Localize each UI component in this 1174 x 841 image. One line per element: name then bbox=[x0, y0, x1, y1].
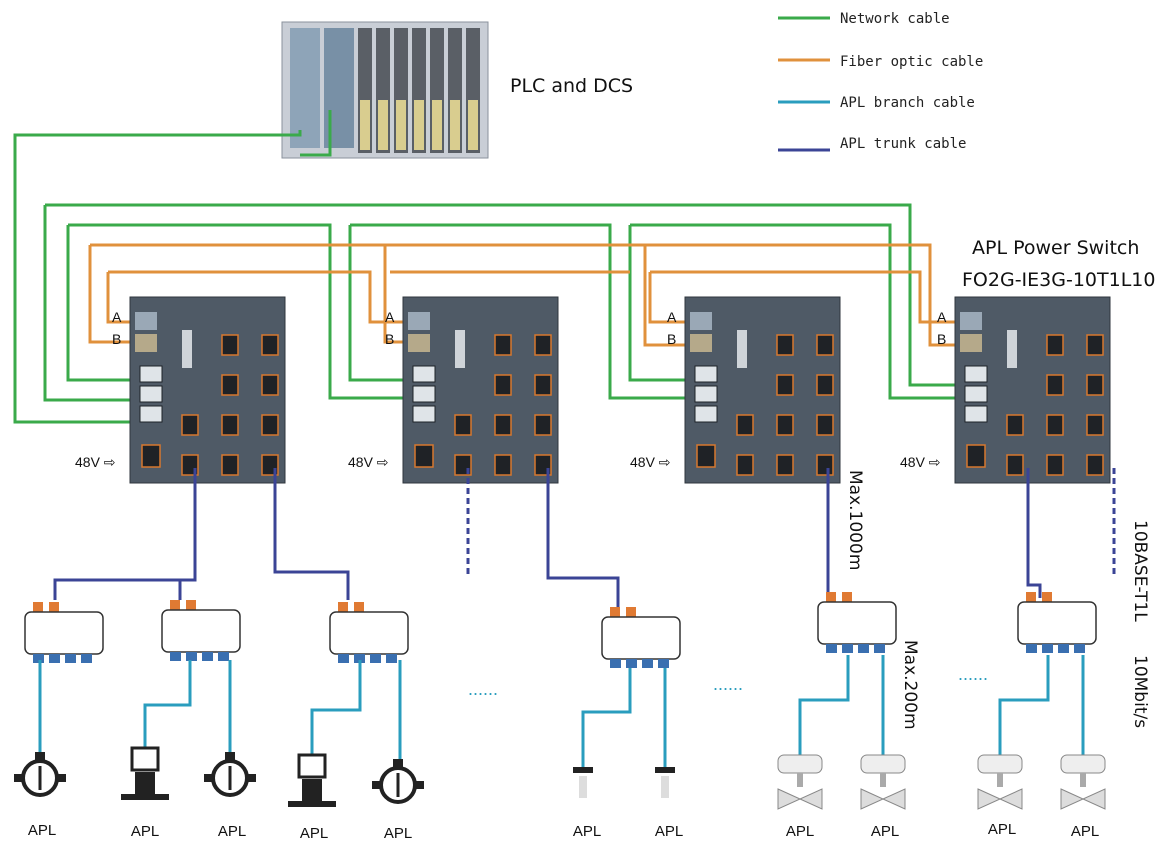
power-48v-label: 48V ⇨ bbox=[900, 454, 941, 470]
spec-line2: 10Mbit/s bbox=[1130, 655, 1150, 728]
legend-fiber-label: Fiber optic cable bbox=[840, 54, 983, 70]
power-48v-label: 48V ⇨ bbox=[75, 454, 116, 470]
apl-device-9-valve-icon: APL bbox=[860, 754, 906, 840]
plc-label: PLC and DCS bbox=[510, 75, 633, 97]
apl-device-7-probe-icon: APL bbox=[655, 767, 683, 840]
apl-power-switch-1: AB 48V ⇨ bbox=[75, 296, 286, 484]
port-b-label: B bbox=[385, 331, 394, 347]
legend-branch-label: APL branch cable bbox=[840, 95, 975, 111]
switch-model: FO2G-IE3G-10T1L10 bbox=[962, 269, 1155, 291]
apl-device-label: APL bbox=[384, 825, 412, 841]
field-coupler-2 bbox=[161, 600, 241, 661]
apl-device-label: APL bbox=[871, 823, 899, 840]
apl-device-1-flow-icon: APL bbox=[14, 752, 66, 839]
apl-device-6-probe-icon: APL bbox=[573, 767, 601, 840]
port-b-label: B bbox=[937, 331, 946, 347]
port-b-label: B bbox=[112, 331, 121, 347]
port-a-label: A bbox=[667, 309, 677, 325]
plc-dcs-rack bbox=[281, 21, 489, 159]
legend-trunk-label: APL trunk cable bbox=[840, 136, 966, 152]
field-coupler-3 bbox=[329, 602, 409, 663]
field-coupler-4 bbox=[601, 607, 681, 668]
legend-network-label: Network cable bbox=[840, 11, 950, 27]
apl-device-3-flow-icon: APL bbox=[204, 752, 256, 840]
field-coupler-5 bbox=[817, 592, 897, 653]
power-48v-label: 48V ⇨ bbox=[348, 454, 389, 470]
field-coupler-6 bbox=[1017, 592, 1097, 653]
branch-cables bbox=[38, 655, 1085, 775]
apl-device-4-pump-icon: APL bbox=[288, 753, 336, 841]
port-a-label: A bbox=[385, 309, 395, 325]
apl-device-label: APL bbox=[300, 825, 328, 841]
apl-power-switch-3: AB 48V ⇨ bbox=[630, 296, 841, 484]
apl-device-label: APL bbox=[988, 821, 1016, 838]
legend: Network cable Fiber optic cable APL bran… bbox=[778, 11, 983, 152]
apl-device-label: APL bbox=[218, 823, 246, 840]
field-couplers bbox=[24, 592, 1097, 668]
trunk-cables bbox=[53, 468, 1116, 608]
network-cables bbox=[13, 110, 965, 424]
apl-device-label: APL bbox=[1071, 823, 1099, 840]
switch-title: APL Power Switch bbox=[972, 237, 1139, 259]
apl-device-8-valve-icon: APL bbox=[777, 754, 823, 840]
apl-device-5-flow-icon: APL bbox=[372, 759, 424, 841]
port-a-label: A bbox=[112, 309, 122, 325]
ellipsis-3: ...... bbox=[958, 664, 988, 684]
apl-device-2-pump-icon: APL bbox=[121, 746, 169, 840]
spec-line1: 10BASE-T1L bbox=[1130, 520, 1150, 622]
port-b-label: B bbox=[667, 331, 676, 347]
apl-device-label: APL bbox=[573, 823, 601, 840]
apl-device-11-valve-icon: APL bbox=[1060, 754, 1106, 840]
apl-device-label: APL bbox=[131, 823, 159, 840]
field-devices: APL APL APL APL APL APL APL APL APL APL APL bbox=[14, 746, 1106, 841]
power-48v-label: 48V ⇨ bbox=[630, 454, 671, 470]
max-trunk-label: Max.1000m bbox=[845, 470, 865, 570]
apl-device-label: APL bbox=[655, 823, 683, 840]
field-coupler-1 bbox=[24, 602, 104, 663]
apl-power-switch-4: AB 48V ⇨ bbox=[900, 296, 1111, 484]
ellipsis-2: ...... bbox=[713, 674, 743, 694]
apl-power-switch-2: AB 48V ⇨ bbox=[348, 296, 559, 484]
ellipsis-1: ...... bbox=[468, 679, 498, 699]
apl-device-label: APL bbox=[786, 823, 814, 840]
apl-device-label: APL bbox=[28, 822, 56, 839]
apl-device-10-valve-icon: APL bbox=[977, 754, 1023, 838]
port-a-label: A bbox=[937, 309, 947, 325]
max-branch-label: Max.200m bbox=[900, 640, 920, 730]
